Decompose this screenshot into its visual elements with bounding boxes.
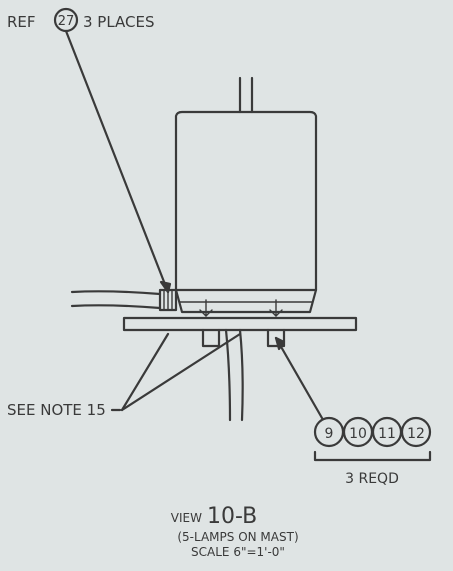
- view-subtitle: (5-LAMPS ON MAST): [177, 530, 298, 544]
- conduit-fitting: [158, 288, 178, 312]
- part-balloons: 9 10 11 12: [313, 416, 432, 448]
- note-leader-2: [120, 332, 242, 412]
- bolt-right: [269, 299, 283, 317]
- ref-leader-line: [64, 29, 170, 294]
- ref-number: 27: [58, 14, 75, 29]
- cable-down: [224, 328, 244, 422]
- part-number-10: 10: [349, 426, 367, 442]
- see-note-label: SEE NOTE 15: [7, 401, 106, 419]
- part-balloon-12: [400, 416, 432, 448]
- parts-leader-arrow: [274, 336, 286, 351]
- parts-leader-line: [274, 336, 324, 420]
- view-prefix: VIEW: [171, 511, 202, 525]
- part-number-12: 12: [407, 426, 425, 442]
- bolt-left: [199, 299, 213, 317]
- cable-top: [70, 290, 162, 296]
- ref-prefix: REF: [7, 13, 36, 31]
- view-id: 10-B: [207, 504, 257, 529]
- fitting-threads: [163, 289, 173, 311]
- lamp-housing: [174, 110, 318, 292]
- mast-stem: [238, 76, 254, 114]
- cable-bottom: [70, 304, 162, 310]
- part-number-11: 11: [378, 426, 396, 442]
- housing-skirt: [174, 288, 318, 314]
- nut-right: [266, 328, 286, 348]
- view-scale: SCALE 6"=1'-0": [191, 545, 285, 559]
- ref-suffix: 3 PLACES: [83, 13, 155, 31]
- reqd-bracket: [313, 450, 432, 462]
- reqd-label: 3 REQD: [345, 471, 399, 487]
- part-number-9: 9: [325, 426, 334, 442]
- mounting-plate: [122, 316, 358, 332]
- nut-left: [201, 328, 221, 348]
- note-leader-1: [120, 332, 170, 412]
